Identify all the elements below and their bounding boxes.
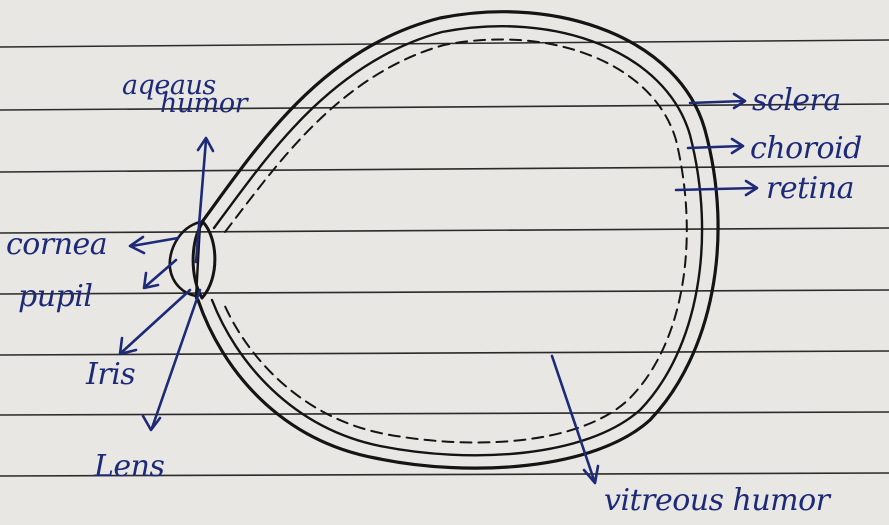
sclera-label: sclera — [752, 83, 841, 118]
iris-label: Iris — [85, 357, 135, 392]
aqueous-humor-label-line2: humor — [160, 88, 250, 119]
retina-label: retina — [766, 171, 854, 206]
choroid-label: choroid — [750, 131, 862, 166]
vitreous-humor-label: vitreous humor — [604, 483, 832, 518]
lens-label: Lens — [93, 449, 164, 484]
cornea-label: cornea — [6, 227, 107, 262]
pupil-label: pupil — [18, 279, 92, 314]
